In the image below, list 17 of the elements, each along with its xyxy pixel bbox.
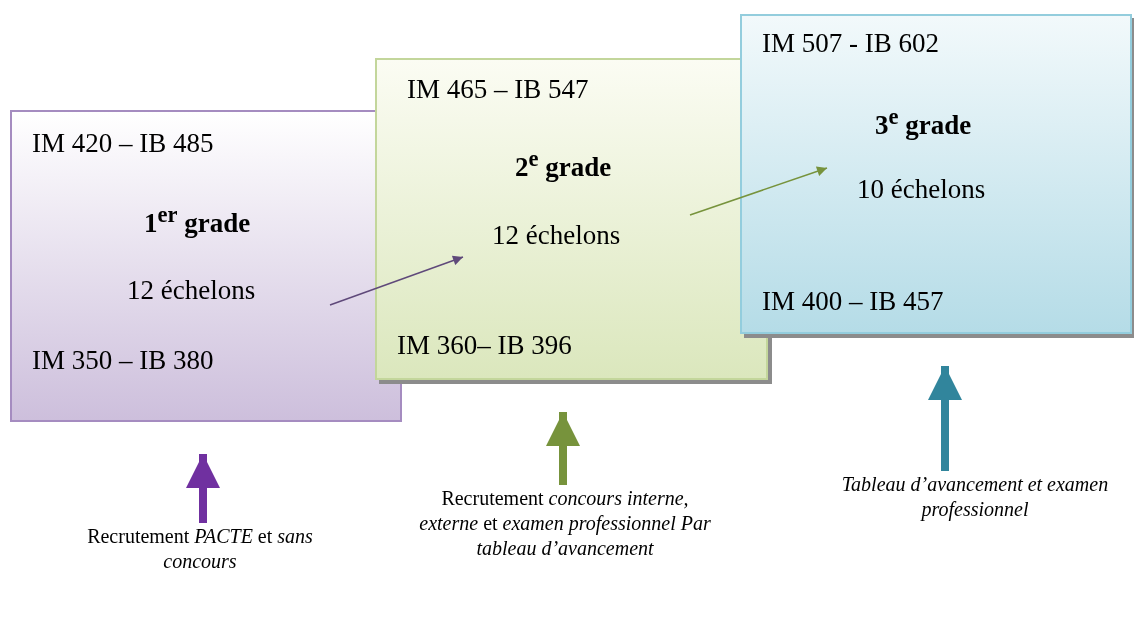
index-range: IM 350 – IB 380 [32,345,214,376]
grade-title: 1$^{er}$ grade [144,202,251,239]
arrow [329,255,464,306]
grade-title: 2$^{e}$ grade [515,146,612,183]
arrow [689,166,828,216]
echelon-count: 10 échelons [857,174,986,205]
recruitment-note: Recrutement PACTE et sans concours [60,524,340,574]
index-range: IM 400 – IB 457 [762,286,944,317]
echelon-count: 12 échelons [492,220,621,251]
grade-title: 3$^{e}$ grade [875,104,972,141]
index-range: IM 420 – IB 485 [32,128,214,159]
recruitment-note: Recrutement concours interne, externe et examen professionnel Par tableau d’avancement [415,486,715,561]
index-range: IM 360– IB 396 [397,330,572,361]
index-range: IM 507 - IB 602 [762,28,939,59]
index-range: IM 465 – IB 547 [407,74,589,105]
recruitment-note: Tableau d’avancement et examen professionnel [825,472,1125,522]
echelon-count: 12 échelons [127,275,256,306]
